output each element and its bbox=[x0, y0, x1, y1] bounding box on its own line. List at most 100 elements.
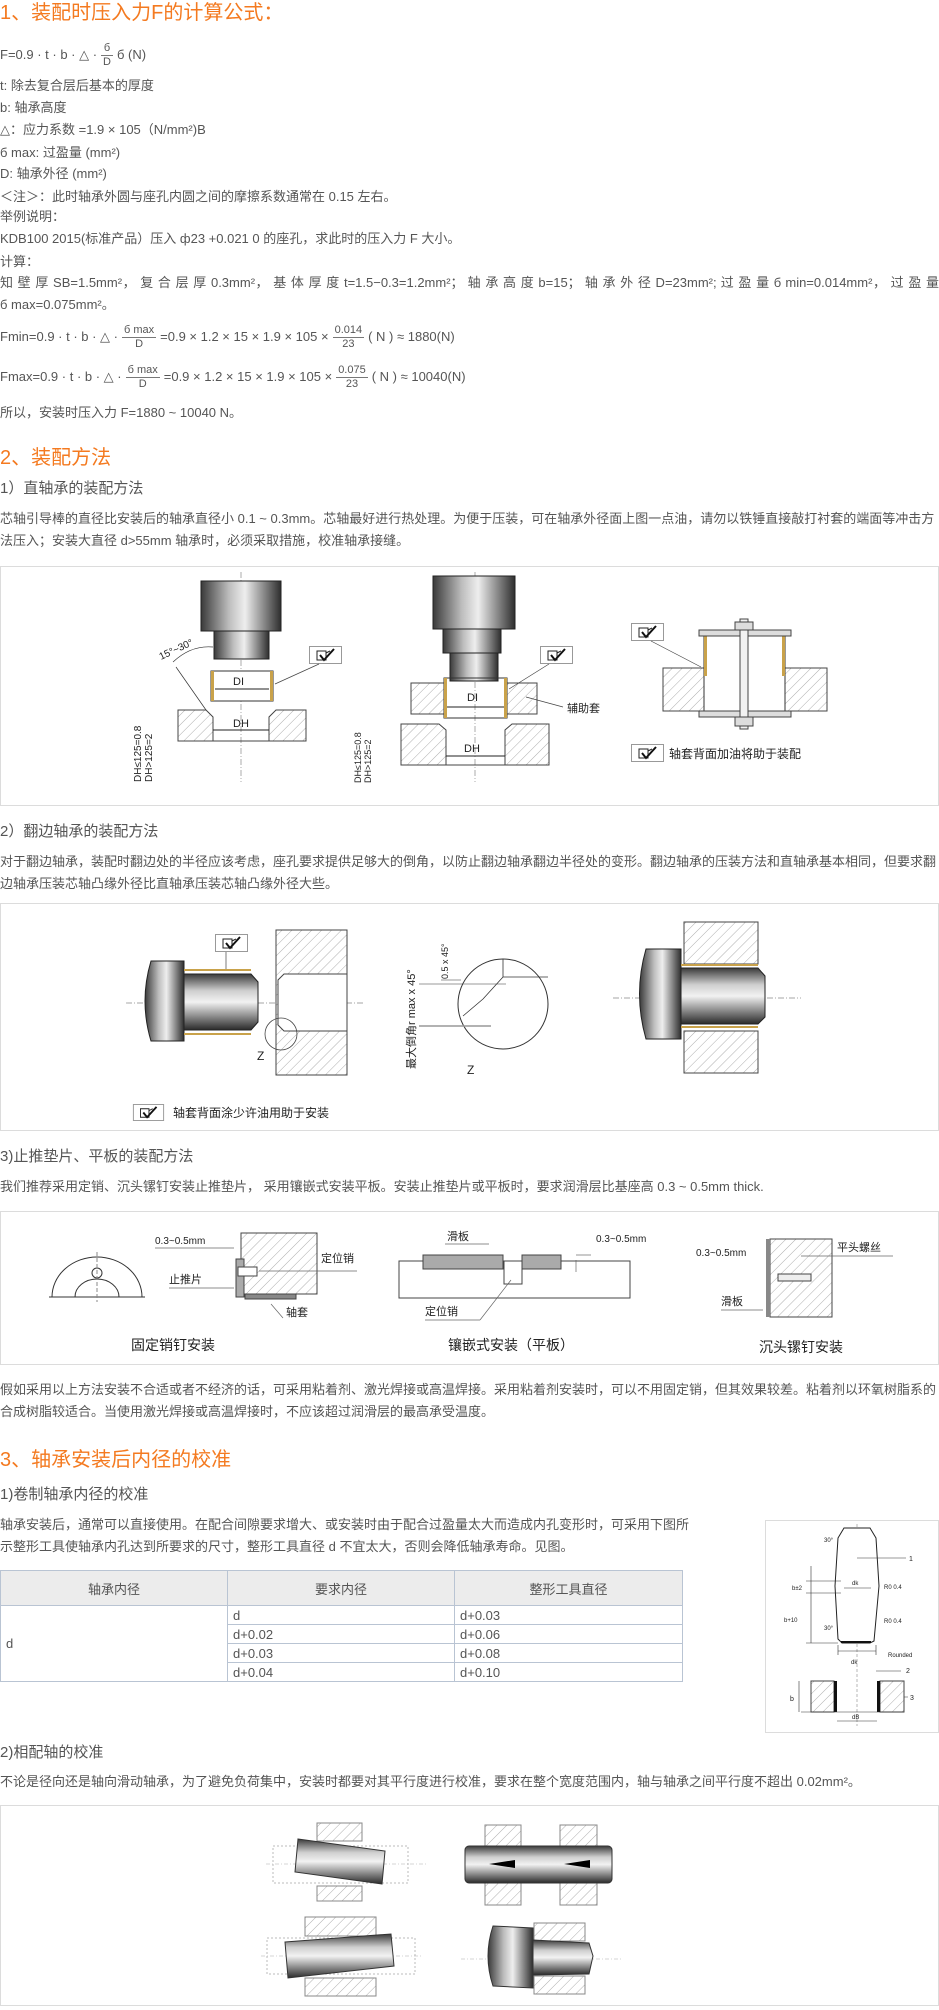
cell-tool: d+0.03 bbox=[454, 1605, 683, 1625]
label-angle-top: 30° bbox=[824, 1538, 834, 1544]
fraction-denominator: 23 bbox=[342, 338, 355, 351]
fraction-denominator: D bbox=[138, 378, 147, 391]
header-bearing-id: 轴承内径 bbox=[0, 1570, 228, 1606]
fraction-numerator: б bbox=[101, 42, 113, 57]
sub-straight-text: 芯轴引导棒的直径比安装后的轴承直径小 0.1 ~ 0.3mm。芯轴最好进行热处理… bbox=[0, 511, 935, 548]
label-dh: DH bbox=[233, 718, 249, 730]
label-angle-bottom: 30° bbox=[824, 1626, 834, 1632]
label-dh: DH bbox=[464, 743, 480, 755]
cell-required: d+0.04 bbox=[227, 1662, 455, 1682]
fraction-numerator: б max bbox=[122, 324, 157, 339]
table-row: d+0.04 d+0.10 bbox=[1, 1662, 683, 1682]
label-part-3: 3 bbox=[910, 1695, 914, 1702]
given-line-1: 知 壁 厚 SB=1.5mm²， 复 合 层 厚 0.3mm²， 基 体 厚 度… bbox=[0, 275, 939, 290]
label-db: dB bbox=[852, 1715, 859, 1721]
section-3-title: 3、轴承安装后内径的校准 bbox=[0, 1449, 232, 1471]
sub-rolled-text: 轴承安装后，通常可以直接使用。在配合间隙要求增大、或安装时由于配合过盈量太大而造… bbox=[0, 1517, 690, 1554]
sub-flange-text: 对于翻边轴承，装配时翻边处的半径应该考虑，座孔要求提供足够大的倒角，以防止翻边轴… bbox=[0, 854, 937, 891]
label-gap: 0.3~0.5mm bbox=[155, 1236, 205, 1247]
label-gap: 0.3~0.5mm bbox=[696, 1248, 746, 1259]
sizing-tool-diagram: 30° 1 b±2 dk R0 0.4 b+10 R0 0.4 30° dk R… bbox=[784, 1524, 914, 1726]
label-pin: 定位销 bbox=[425, 1304, 458, 1318]
label-part-1: 1 bbox=[909, 1556, 913, 1563]
label-r-1: R0 0.4 bbox=[884, 1585, 902, 1591]
fraction-numerator: 0.014 bbox=[332, 324, 365, 339]
label-dk: dk bbox=[852, 1581, 859, 1587]
label-z: Z bbox=[257, 1049, 264, 1063]
cell-required: d+0.02 bbox=[227, 1624, 455, 1644]
header-tool-diameter: 整形工具直径 bbox=[454, 1570, 683, 1606]
fmax-prefix: Fmax=0.9 · t · b · △ · bbox=[0, 369, 122, 384]
calc-label: 计算： bbox=[0, 254, 40, 269]
straight-bearing-diagram: DI DH 15°~30° DH≤125=0.8 DH>125=2 DI D bbox=[133, 572, 828, 783]
sub-shaft-text: 不论是径向还是轴向滑动轴承，为了避免负荷集中，安装时都要对其平行度进行校准，要求… bbox=[0, 1774, 861, 1789]
label-rounded: Rounded bbox=[888, 1653, 912, 1659]
cell-tool: d+0.06 bbox=[454, 1624, 683, 1644]
label-di: DI bbox=[467, 692, 478, 704]
def-max: б max: 过盈量 (mm²) bbox=[0, 145, 121, 160]
oil-can-icon bbox=[631, 623, 664, 641]
oil-can-icon bbox=[309, 646, 342, 664]
label-dim-2: DH>125=2 bbox=[144, 733, 155, 782]
def-b: b: 轴承高度 bbox=[0, 100, 67, 115]
fraction-numerator: б max bbox=[125, 364, 160, 379]
figure-thrust-washer: 0.3~0.5mm 止推片 定位销 轴套 固定销钉安装 滑板 0.3~0.5mm… bbox=[0, 1211, 939, 1365]
label-dim-1: DH≤125=0.8 bbox=[353, 732, 363, 783]
sub-straight-title: 1）直轴承的装配方法 bbox=[0, 480, 144, 497]
label-small-chamfer: 0.5 x 45° bbox=[440, 943, 450, 979]
note: ＜注＞：此时轴承外圆与座孔内圆之间的摩擦系数通常在 0.15 左右。 bbox=[0, 189, 397, 204]
cell-tool: d+0.08 bbox=[454, 1643, 683, 1663]
label-helper-sleeve: 辅助套 bbox=[567, 701, 600, 715]
label-r-2: R0 0.4 bbox=[884, 1619, 902, 1625]
def-d: D: 轴承外径 (mm²) bbox=[0, 166, 107, 181]
cell-bearing-id: d bbox=[0, 1605, 228, 1682]
oil-can-icon bbox=[215, 934, 248, 952]
label-thrust: 止推片 bbox=[169, 1272, 202, 1286]
figure-shaft-alignment bbox=[0, 1805, 939, 2006]
label-slide: 滑板 bbox=[721, 1294, 743, 1308]
legend-text: 轴套背面加油将助于装配 bbox=[669, 746, 801, 761]
caption-countersunk-install: 沉头镙钉安装 bbox=[759, 1339, 843, 1355]
fmin-result: ( N ) ≈ 1880(N) bbox=[368, 329, 455, 344]
sizing-tool-figure: 30° 1 b±2 dk R0 0.4 b+10 R0 0.4 30° dk R… bbox=[765, 1520, 939, 1733]
formula-prefix: F=0.9 · t · b · △ · bbox=[0, 47, 98, 62]
section-1-title: 1、装配时压入力F的计算公式： bbox=[0, 2, 284, 24]
label-b: b bbox=[790, 1696, 794, 1703]
fraction-denominator: D bbox=[135, 338, 144, 351]
fmin-prefix: Fmin=0.9 · t · b · △ · bbox=[0, 329, 118, 344]
def-t: t: 除去复合层后基本的厚度 bbox=[0, 78, 154, 93]
fraction-numerator: 0.075 bbox=[336, 364, 368, 379]
fmax-result: ( N ) ≈ 10040(N) bbox=[371, 369, 466, 384]
cell-tool: d+0.10 bbox=[454, 1662, 683, 1682]
figure-flange-bearing: Z 最大倒角r max x 45° 0.5 x 45° Z 轴套背面涂少许油用助… bbox=[0, 903, 939, 1131]
label-di: DI bbox=[233, 676, 244, 688]
label-screw: 平头螺丝 bbox=[837, 1241, 881, 1254]
label-b-10: b+10 bbox=[784, 1618, 798, 1624]
label-z: Z bbox=[467, 1063, 474, 1077]
sub-rolled-title: 1)卷制轴承内径的校准 bbox=[0, 1486, 149, 1503]
label-pin: 定位销 bbox=[321, 1251, 354, 1265]
legend-oil-can-icon bbox=[132, 1104, 165, 1121]
fraction-denominator: 23 bbox=[345, 378, 359, 391]
legend-text: 轴套背面涂少许油用助于安装 bbox=[173, 1105, 329, 1120]
cell-required: d bbox=[227, 1605, 455, 1625]
example-text: KDB100 2015(标准产品）压入 ф23 +0.021 0 的座孔，求此时… bbox=[0, 231, 461, 246]
sub-flange-title: 2）翻边轴承的装配方法 bbox=[0, 823, 159, 840]
cell-required: d+0.03 bbox=[227, 1643, 455, 1663]
shaft-alignment-diagram bbox=[261, 1822, 621, 1997]
figure-straight-bearing: DI DH 15°~30° DH≤125=0.8 DH>125=2 DI D bbox=[0, 566, 939, 806]
label-slide: 滑板 bbox=[447, 1229, 469, 1243]
sub-thrust-text: 我们推荐采用定销、沉头镙钉安装止推垫片， 采用镶嵌式安装平板。安装止推垫片或平板… bbox=[0, 1179, 764, 1194]
label-dim-1: DH≤125=0.8 bbox=[133, 725, 144, 782]
formula-suffix: б (N) bbox=[117, 47, 147, 62]
caption-inlay-install: 镶嵌式安装（平板） bbox=[448, 1337, 574, 1353]
fraction-denominator: D bbox=[103, 56, 111, 69]
